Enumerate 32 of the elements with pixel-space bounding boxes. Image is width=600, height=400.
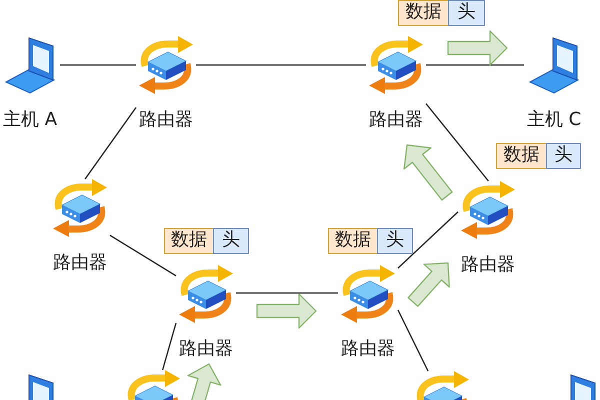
header-segment: 头 [213,228,249,254]
connector-line [196,64,366,66]
connector-line [60,64,136,66]
data-segment: 数据 [328,228,378,254]
device-label: 路由器 [139,108,193,132]
connector-line [110,234,176,276]
data-segment: 数据 [164,228,214,254]
device-label: 路由器 [53,251,107,275]
device-label: 路由器 [179,337,233,361]
data-segment: 数据 [496,143,547,169]
connector-line [426,103,489,182]
connector-line [426,64,524,66]
device-label: 路由器 [369,108,423,132]
block-arrow [404,144,453,201]
connector-line [162,322,177,370]
block-arrow [447,30,508,66]
device-label: 路由器 [461,253,515,277]
device-label: 路由器 [341,337,395,361]
device-label: 主机 C [526,108,582,132]
data-segment: 数据 [398,0,449,26]
connector-line [236,292,338,294]
header-segment: 头 [448,0,485,26]
header-segment: 头 [546,143,581,169]
connector-line [398,211,458,269]
connector-line [397,310,429,372]
header-segment: 头 [377,228,413,254]
block-arrow [408,262,450,307]
connector-line [84,107,137,180]
device-label: 主机 A [2,108,58,132]
block-arrow [256,293,317,329]
laptop-icon [570,373,597,400]
laptop-icon [28,373,55,400]
